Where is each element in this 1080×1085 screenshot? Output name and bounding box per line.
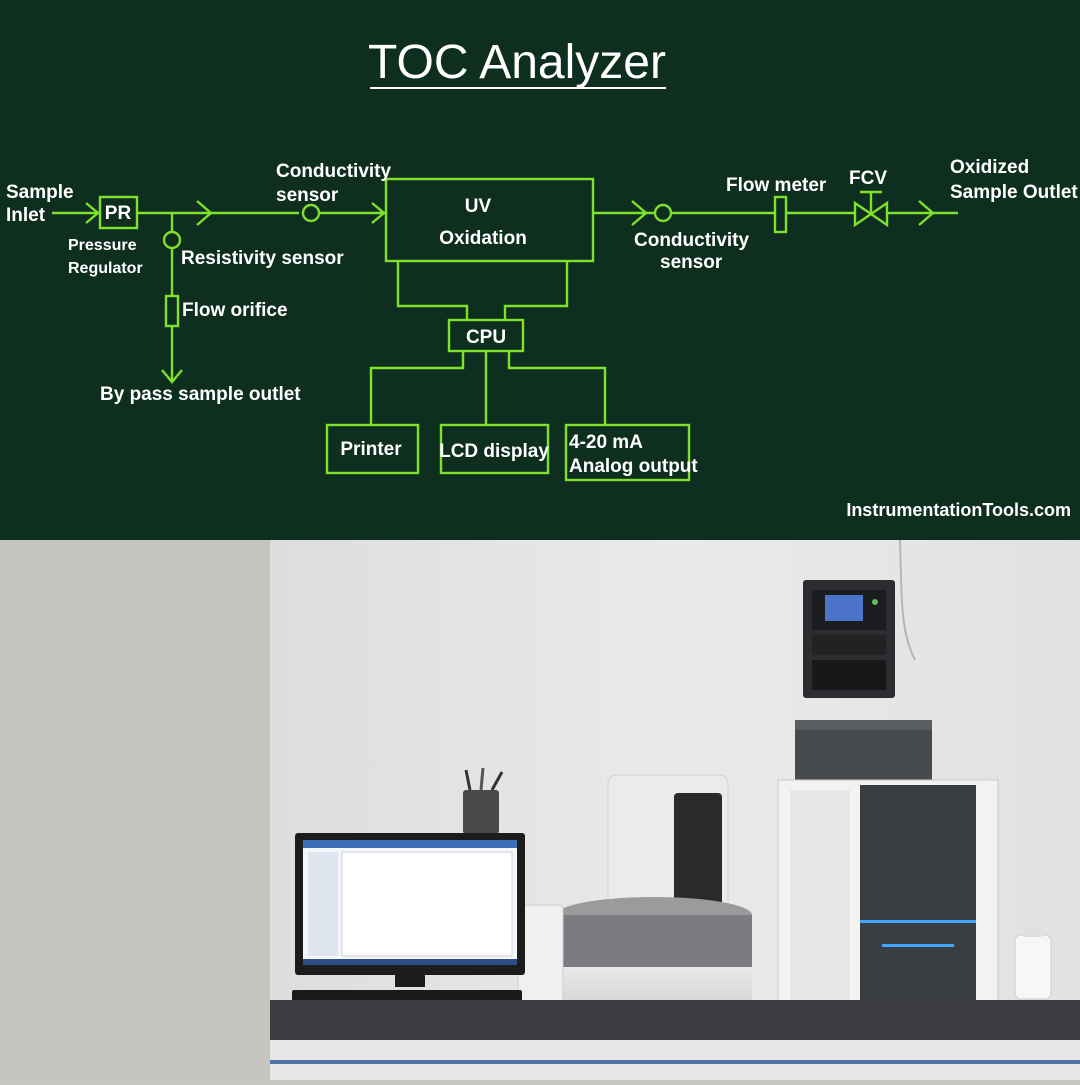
reagent-bottle [1014,934,1052,1000]
lab-bench-top [270,1000,1080,1040]
toc-analyzer-diagram: TOC Analyzer PR UV Oxidation [0,0,1080,540]
autosampler-column [674,793,722,913]
flow-orifice-label: Flow orifice [182,300,288,321]
cpu-printer-link [369,351,465,425]
toc-l-status-light-2 [882,944,954,947]
toc-l-status-light [860,920,976,923]
resistivity-sensor-label: Resistivity sensor [181,248,344,269]
inlet-arrow [85,202,100,224]
cpu-analog-link [507,351,607,425]
flow-meter [773,195,788,234]
conductivity-sensor-2-label-1: Conductivity [634,230,749,251]
analyzer-top-rim [795,720,932,730]
oxidized-outlet-label-1: Oxidized [950,157,1029,178]
fcv-left-triangle [853,200,874,228]
monitor-taskbar [303,959,517,965]
photo-illustration [0,539,1080,1080]
uv-cpu-link-left [396,261,469,320]
toc-l-front-panel [860,785,976,1030]
outlet-arrow [918,200,935,226]
conductivity-sensor-1-label-1: Conductivity [276,161,391,182]
left-wall-strip [0,540,270,1080]
reagent-bottle-cap [1024,925,1042,937]
analog-output-box [564,423,691,482]
cpu-label: CPU [466,327,506,348]
pr-label: PR [105,203,132,224]
pressure-regulator-label-2: Regulator [68,260,143,277]
pen-1 [464,769,472,791]
analog-output-label-1: 4-20 mA [569,432,643,453]
diagram-canvas: TOC Analyzer PR UV Oxidation [6,36,1078,520]
oxidized-outlet-label-2: Sample Outlet [950,182,1078,203]
pressure-regulator-box [98,195,139,230]
pen-holder [463,790,499,834]
fcv-right-triangle [868,200,889,228]
wall-controller-led [872,599,878,605]
flow-meter-label: Flow meter [726,175,827,196]
lab-bench-trim [270,1060,1080,1064]
uv-cpu-link-right [503,261,569,320]
wall-controller-screen [825,595,863,621]
monitor-table [341,851,513,957]
flow-orifice [164,294,180,328]
analog-output-label-2: Analog output [569,456,698,477]
monitor-sidebar [308,852,338,956]
printer-label: Printer [340,439,402,460]
printer-box [325,423,420,475]
flow-arrow-1 [196,200,213,226]
analyzer-top-module [795,720,932,790]
uv-oxidation-box [384,177,595,263]
toc-l-side [790,790,850,1030]
pen-3 [490,771,504,791]
uv-label: UV [465,196,492,217]
pressure-regulator-label-1: Pressure [68,237,137,254]
monitor-stand [395,975,425,987]
cpu-box [447,318,525,353]
diagram-title: TOC Analyzer [368,36,666,89]
flow-arrow-2 [631,200,648,226]
pen-2 [479,767,485,791]
conductivity-sensor-1 [301,203,321,223]
sample-inlet-label-1: Sample [6,182,74,203]
wall-cable [899,539,916,661]
autosampler-tray [556,915,752,967]
monitor-titlebar [303,840,517,848]
watermark: InstrumentationTools.com [846,500,1071,520]
wall-controller-keypad [812,635,886,655]
toc-analyzer-lab-photo [0,539,1080,1080]
sample-inlet-label-2: Inlet [6,205,46,226]
resistivity-sensor [162,230,182,250]
conductivity-sensor-2-label-2: sensor [660,252,723,273]
wall-controller-lower [812,660,886,690]
fcv-label: FCV [849,168,887,189]
conductivity-sensor-2 [653,203,673,223]
bypass-outlet-label: By pass sample outlet [100,384,301,405]
lcd-display-box [439,423,550,475]
lcd-display-label: LCD display [439,441,549,462]
oxidation-label: Oxidation [439,228,527,249]
uv-inlet-arrow [371,202,386,224]
conductivity-sensor-1-label-2: sensor [276,185,339,206]
bypass-arrow [161,369,183,384]
